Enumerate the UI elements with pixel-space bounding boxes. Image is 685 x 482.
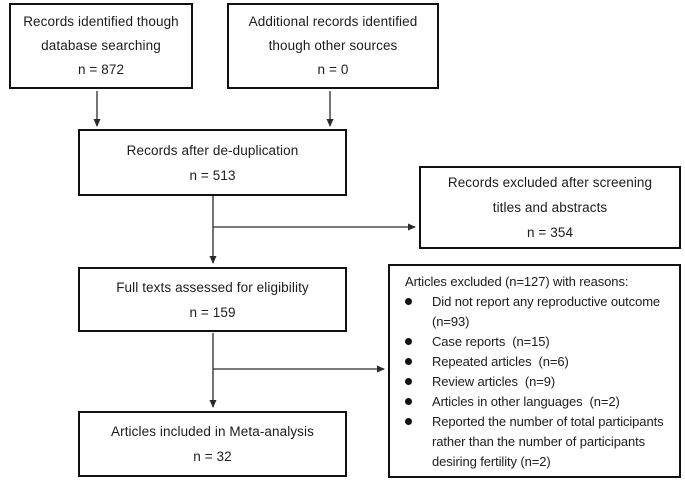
box-count-line: n = 872 xyxy=(77,62,125,77)
box-text-line: Additional records identified xyxy=(248,14,418,29)
exclusion-reason-item: Reported the number of total participant… xyxy=(405,412,673,472)
box-records-identified: Records identified though database searc… xyxy=(9,3,193,89)
exclusion-reason-item: Case reports (n=15) xyxy=(405,332,673,352)
box-count-line: n = 513 xyxy=(189,167,236,183)
box-count-line: n = 0 xyxy=(317,62,349,77)
box-text-line: Articles included in Meta-analysis xyxy=(111,424,314,439)
exclusion-reason-text: Did not report any reproductive outcome … xyxy=(432,294,668,329)
box-text-line: Records excluded after screening xyxy=(447,175,653,190)
exclusion-reason-item: Articles in other languages (n=2) xyxy=(405,392,673,412)
bullet-dot-icon xyxy=(405,418,412,425)
box-articles-excluded-reasons: Articles excluded (n=127) with reasons: … xyxy=(388,264,681,478)
box-count-line: n = 32 xyxy=(193,449,232,464)
bullet-dot-icon xyxy=(405,398,412,405)
box-count-line: n = 354 xyxy=(526,225,574,240)
exclusion-reason-text: Reported the number of total participant… xyxy=(432,414,667,469)
exclusion-reason-item: Review articles (n=9) xyxy=(405,372,673,392)
bullet-dot-icon xyxy=(405,298,412,305)
exclusion-reason-item: Repeated articles (n=6) xyxy=(405,352,673,372)
box-count-line: n = 159 xyxy=(189,304,236,320)
box-text-line: Records identified though xyxy=(23,14,179,29)
bullet-dot-icon xyxy=(405,358,412,365)
exclusion-reason-text: Review articles (n=9) xyxy=(432,374,556,389)
box-text-line: database searching xyxy=(41,38,161,53)
box-text-line: Records after de-duplication xyxy=(126,142,299,158)
box-text-line: titles and abstracts xyxy=(492,200,608,215)
exclusion-reason-text: Repeated articles (n=6) xyxy=(432,354,569,369)
box-text-line: Full texts assessed for eligibility xyxy=(116,279,309,295)
box-text-line: though other sources xyxy=(268,38,398,53)
exclusion-reason-text: Articles in other languages (n=2) xyxy=(432,394,620,409)
box-records-after-dedup: Records after de-duplication n = 513 xyxy=(78,129,347,196)
exclusion-reason-item: Did not report any reproductive outcome … xyxy=(405,292,673,332)
exclusion-reason-text: Case reports (n=15) xyxy=(432,334,550,349)
box-records-excluded-screening: Records excluded after screening titles … xyxy=(419,166,681,249)
box-additional-records: Additional records identified though oth… xyxy=(227,3,439,89)
exclusion-reasons-title: Articles excluded (n=127) with reasons: xyxy=(405,274,629,289)
box-fulltext-assessed: Full texts assessed for eligibility n = … xyxy=(78,267,347,332)
bullet-dot-icon xyxy=(405,338,412,345)
bullet-dot-icon xyxy=(405,378,412,385)
box-articles-included: Articles included in Meta-analysis n = 3… xyxy=(78,411,347,477)
